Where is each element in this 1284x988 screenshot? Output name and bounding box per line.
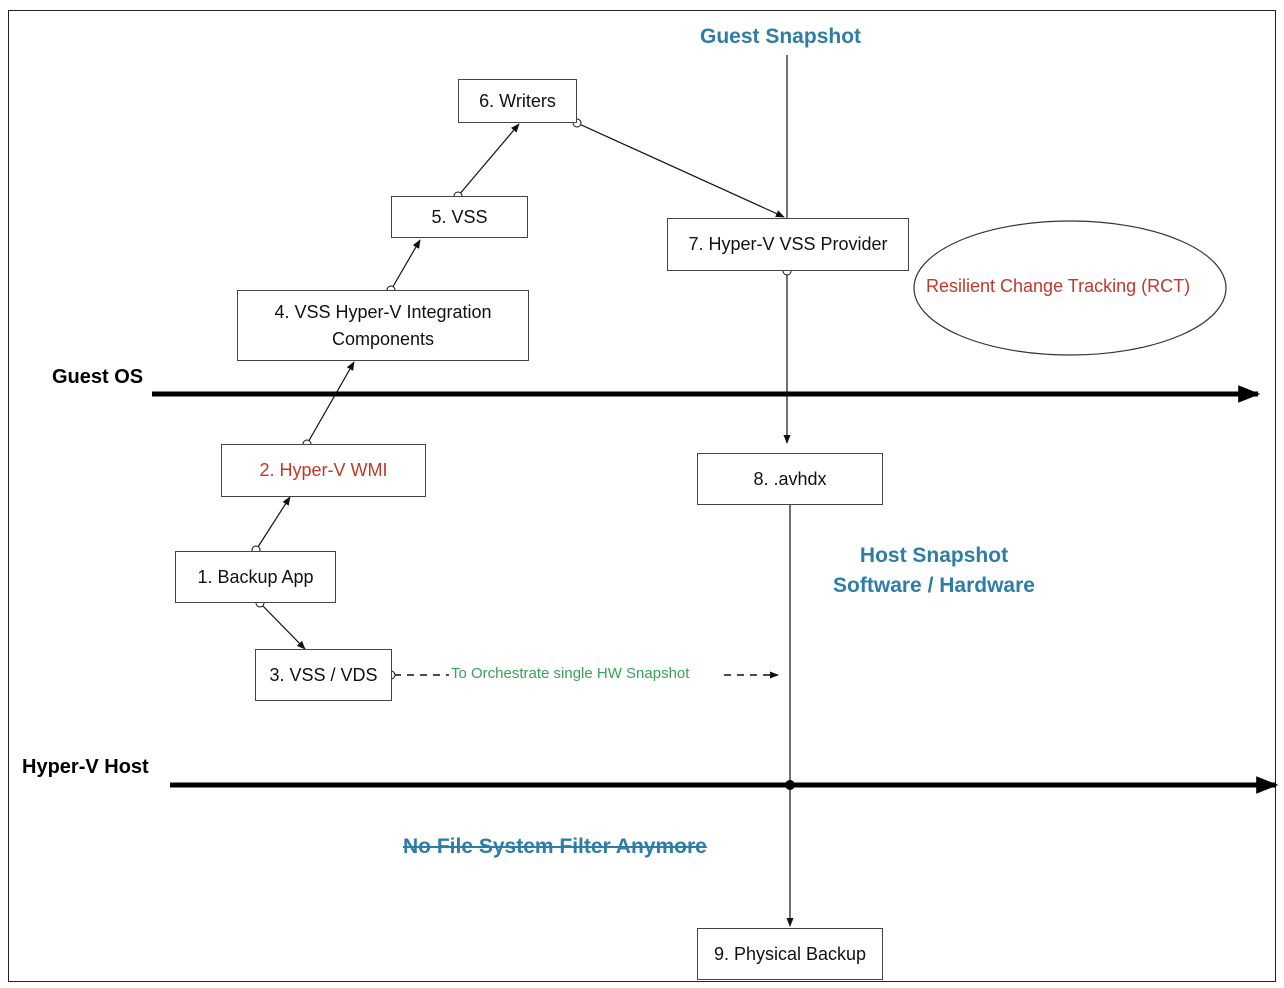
- arrow-vss-to-writers: [457, 123, 520, 197]
- step-physical-backup-label: 9. Physical Backup: [713, 943, 867, 964]
- step-vss-provider-box: 7. Hyper-V VSS Provider: [667, 218, 909, 271]
- step-writers-label: 6. Writers: [479, 90, 556, 111]
- step-vss-label: 5. VSS: [431, 206, 488, 227]
- arrow-backup-to-vss-vds: [259, 602, 306, 650]
- arrow-writers-to-provider: [576, 122, 785, 218]
- guest-snapshot-label: Guest Snapshot: [700, 25, 862, 48]
- step-physical-backup-box: 9. Physical Backup: [697, 928, 883, 980]
- step-backup-app-label: 1. Backup App: [197, 566, 314, 587]
- step-vss-vds-box: 3. VSS / VDS: [255, 649, 392, 701]
- arrow-integration-to-vss: [390, 239, 421, 291]
- arrow-wmi-to-integration: [306, 361, 355, 445]
- step-integration-label-line1: 4. VSS Hyper-V Integration: [274, 301, 492, 322]
- step-vss-vds-label: 3. VSS / VDS: [269, 664, 378, 685]
- step-vss-box: 5. VSS: [391, 196, 528, 238]
- arrow-backup-to-wmi: [255, 496, 291, 551]
- step-hyperv-wmi-label: 2. Hyper-V WMI: [259, 460, 388, 480]
- step-avhdx-label: 8. .avhdx: [753, 468, 827, 489]
- diagram-frame: [8, 10, 1276, 982]
- step-integration-components-box: 4. VSS Hyper-V Integration Components: [237, 290, 529, 361]
- step-backup-app-box: 1. Backup App: [175, 551, 336, 603]
- guest-os-label: Guest OS: [52, 366, 144, 388]
- orchestrate-label: To Orchestrate single HW Snapshot: [451, 665, 690, 682]
- step-integration-label-line2: Components: [331, 328, 435, 349]
- step-avhdx-box: 8. .avhdx: [697, 453, 883, 505]
- hyperv-host-label: Hyper-V Host: [22, 756, 149, 778]
- host-snapshot-line2: Software / Hardware: [833, 574, 1035, 598]
- host-snapshot-label: Host Snapshot Software / Hardware: [816, 541, 1052, 602]
- rct-label: Resilient Change Tracking (RCT): [926, 276, 1191, 296]
- step-writers-box: 6. Writers: [458, 79, 577, 123]
- no-filter-label: No File System Filter Anymore: [403, 835, 707, 858]
- rct-ellipse: [913, 220, 1227, 356]
- host-snapshot-line1: Host Snapshot: [859, 544, 1009, 567]
- host-band-junction-dot: [785, 780, 795, 790]
- step-vss-provider-label: 7. Hyper-V VSS Provider: [688, 234, 888, 254]
- step-hyperv-wmi-box: 2. Hyper-V WMI: [221, 444, 426, 497]
